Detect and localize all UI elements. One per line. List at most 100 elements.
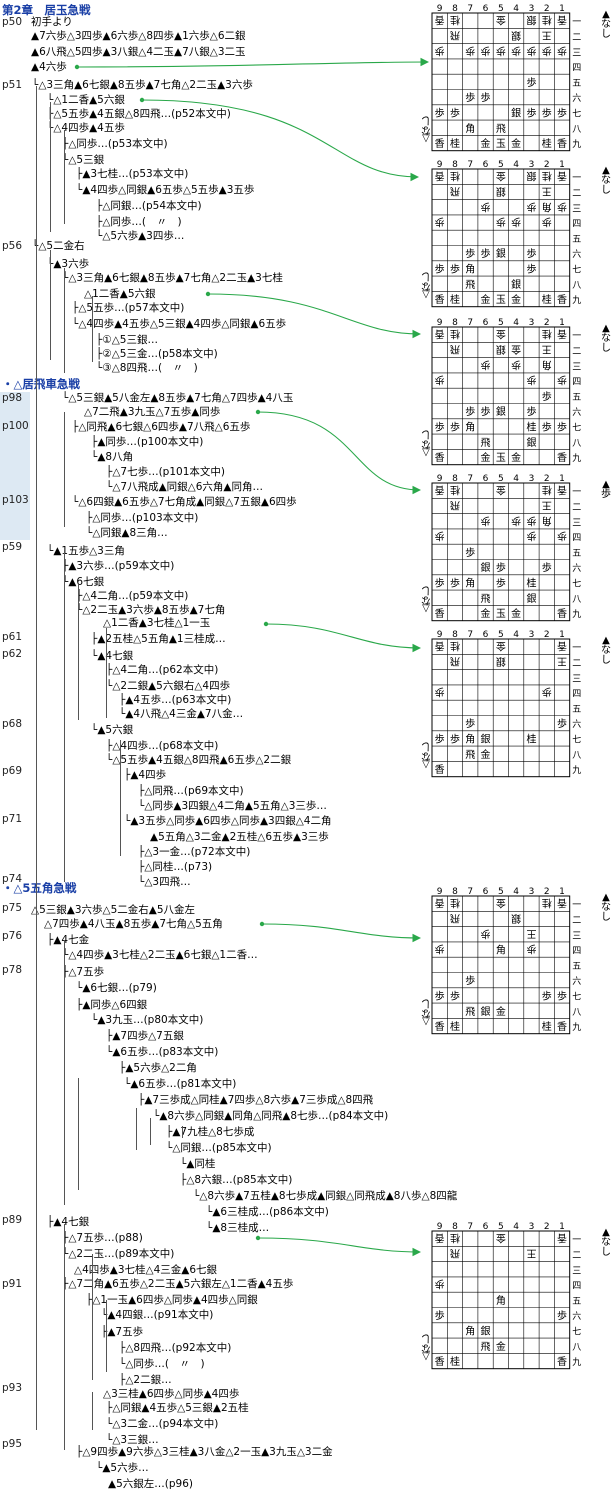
move-line: △1二香▲5六銀	[84, 288, 156, 300]
move-line: ├△同飛▲6七銀△6四歩▲7八飛△6五歩	[72, 421, 251, 433]
file-number: 4	[513, 630, 519, 640]
file-number: 7	[467, 630, 473, 640]
rank-number: 六	[572, 975, 581, 987]
tree-guide	[92, 1392, 93, 1430]
move-line: ├△同歩…(p53本文中)	[62, 138, 168, 150]
file-number: 9	[437, 318, 443, 328]
move-line: └△2二銀▲5六銀右△4四歩	[106, 680, 231, 692]
move-line: ├△同銀▲4五歩△5三銀▲2五桂	[106, 1402, 249, 1414]
rank-number: 三	[572, 674, 581, 684]
connector-dot	[259, 921, 265, 927]
sente-hand: ▲歩	[601, 479, 611, 500]
connector-arrow	[207, 293, 422, 339]
move-line: ├△8六銀…(p85本文中)	[180, 1174, 293, 1186]
move-line: ├▲5六歩△2二角	[119, 1062, 197, 1074]
page-ref: p59	[2, 541, 23, 553]
shogi-piece: 歩	[557, 420, 567, 433]
move-line: △7四歩▲4八玉▲8五歩▲7七角△5五角	[44, 918, 223, 930]
shogi-piece: 歩	[526, 44, 536, 57]
move-line: └▲8三桂成…	[206, 1222, 270, 1234]
tree-guide	[150, 1118, 151, 1145]
page-ref: p98	[2, 392, 23, 404]
shogi-piece: 桂	[450, 897, 460, 910]
shogi-piece: 歩	[526, 514, 536, 527]
shogi-piece: 桂	[450, 1020, 460, 1033]
shogi-piece: 歩	[511, 44, 521, 57]
file-number: 8	[452, 630, 458, 640]
rank-number: 五	[572, 549, 581, 559]
shogi-piece: 香	[435, 1232, 445, 1244]
file-number: 8	[452, 474, 458, 484]
shogi-piece: 香	[557, 897, 567, 909]
shogi-piece: 桂	[542, 1020, 552, 1033]
file-number: 6	[483, 160, 489, 170]
shogi-piece: 角	[542, 200, 552, 212]
move-line: ├▲4七金	[47, 934, 90, 946]
rank-number: 四	[572, 220, 581, 230]
shogi-piece: 王	[526, 927, 536, 938]
shogi-piece: 歩	[435, 686, 445, 699]
shogi-piece: 王	[542, 499, 552, 510]
shogi-piece: 銀	[511, 278, 521, 291]
shogi-piece: 歩	[450, 732, 460, 745]
move-line: ├△7七歩…(p101本文中)	[106, 466, 225, 478]
chapter-heading: ・△5五角急戦	[2, 881, 77, 895]
shogi-piece: 金	[496, 328, 506, 341]
move-line: └△2二玉▲3六歩▲8五歩▲7七角	[76, 604, 226, 616]
shogi-piece: 歩	[450, 420, 460, 433]
move-line: 初手より	[31, 16, 73, 28]
shogi-piece: 歩	[542, 561, 552, 574]
shogi-piece: 玉	[496, 295, 506, 306]
shogi-piece: 歩	[542, 420, 552, 433]
file-number: 4	[513, 4, 519, 14]
move-line: └▲6五歩…(p81本文中)	[124, 1078, 237, 1090]
move-line: ├①△5三銀…	[96, 334, 158, 346]
shogi-piece: 桂	[450, 1355, 460, 1368]
rank-number: 四	[572, 64, 581, 74]
file-number: 5	[498, 630, 504, 640]
move-line: ├△同桂…(p73)	[138, 861, 213, 873]
shogi-piece: 歩	[481, 514, 491, 527]
shogi-piece: 歩	[542, 686, 552, 699]
move-line: ├△1一玉▲6四歩△同歩▲4四歩△同銀	[86, 1294, 258, 1306]
file-number: 5	[498, 887, 504, 897]
shogi-piece: 歩	[557, 717, 567, 730]
shogi-piece: 桂	[450, 170, 460, 183]
shogi-piece: 歩	[526, 262, 536, 275]
shogi-piece: 飛	[465, 749, 475, 761]
rank-number: 二	[572, 347, 581, 357]
page-ref: p56	[2, 240, 23, 252]
move-line: └▲8六歩△同銀▲同角△同飛▲8七歩…(p84本文中)	[153, 1110, 389, 1122]
rank-number: 一	[572, 174, 581, 184]
shogi-piece: 歩	[450, 576, 460, 589]
shogi-piece: 歩	[481, 91, 491, 104]
shogi-piece: 歩	[435, 106, 445, 119]
chapter-heading: 第2章 居玉急戦	[2, 3, 91, 17]
rank-number: 七	[572, 578, 581, 589]
page-ref: p103	[2, 494, 29, 506]
rank-number: 四	[572, 690, 581, 700]
rank-number: 八	[572, 281, 581, 291]
file-number: 6	[483, 1222, 489, 1232]
shogi-piece: 銀	[496, 247, 506, 260]
shogi-piece: 桂	[526, 420, 536, 433]
file-number: 9	[437, 1222, 443, 1232]
shogi-piece: 角	[542, 358, 552, 370]
rank-number: 二	[572, 916, 581, 926]
shogi-piece: 金	[496, 1340, 506, 1353]
move-line: └△6四銀▲6五歩△7七角成▲同銀△7五銀▲6四歩	[72, 496, 297, 508]
shogi-piece: 歩	[496, 561, 506, 574]
move-line: ├△5五歩…(p57本文中)	[72, 302, 185, 314]
file-number: 3	[529, 887, 535, 897]
shogi-piece: 王	[542, 185, 552, 196]
move-line: ├▲7三歩成△同桂▲7四歩△8六歩▲7三歩成△8四飛	[138, 1094, 374, 1106]
page-ref: p93	[2, 1382, 23, 1394]
rank-number: 一	[572, 644, 581, 654]
move-line: └▲3五歩△同歩▲6四歩△同歩▲3四銀△4二角	[124, 815, 332, 827]
rank-number: 三	[572, 518, 581, 528]
shogi-piece: 角	[496, 1295, 506, 1307]
move-line: └△7八飛成▲同銀△6六角▲同角…	[106, 481, 263, 493]
